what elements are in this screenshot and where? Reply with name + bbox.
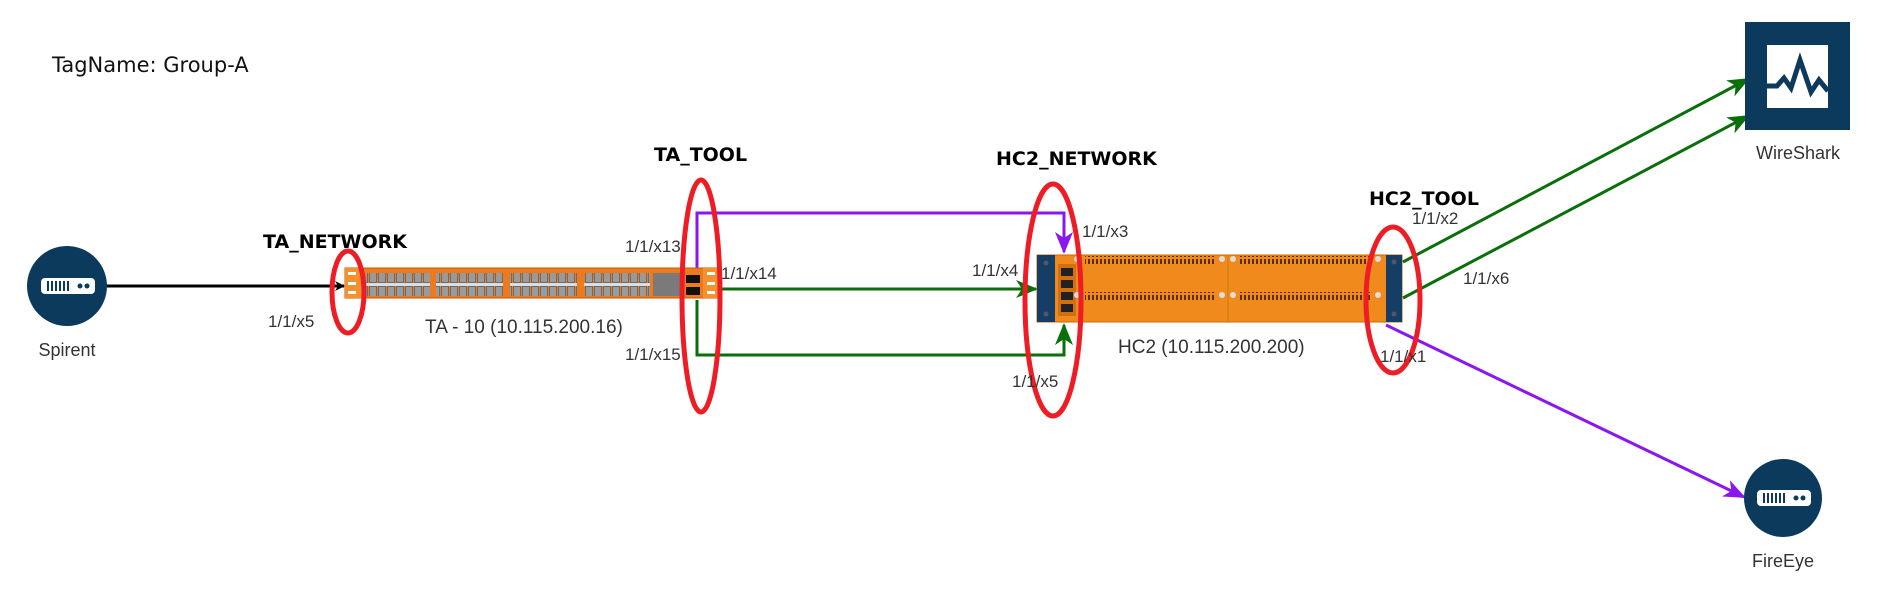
link-ta-x15-to-hc2-x5[interactable] [695, 300, 1073, 357]
hc2-left-panel [1037, 255, 1055, 322]
port-label-hc2-x1: 1/1/x1 [1380, 347, 1426, 366]
group-label-hc2-network: HC2_NETWORK [996, 148, 1158, 170]
port-label-ta-x15: 1/1/x15 [625, 345, 681, 364]
ta-device[interactable]: TA - 10 (10.115.200.16) [344, 267, 721, 338]
wireshark-screen [1767, 45, 1828, 108]
hc2-device[interactable]: HC2 (10.115.200.200) [1036, 254, 1403, 358]
wireshark-node[interactable]: WireShark [1745, 22, 1850, 163]
link-hc2-x1-to-fireeye[interactable] [1385, 323, 1746, 499]
port-label-hc2-x5: 1/1/x5 [1012, 372, 1058, 391]
waveform-icon [1767, 52, 1830, 98]
port-label-hc2-x3: 1/1/x3 [1082, 222, 1128, 241]
wireshark-label: WireShark [1756, 143, 1841, 163]
tag-name-label: TagName: Group-A [51, 53, 249, 77]
spirent-label: Spirent [38, 340, 95, 360]
link-hc2-x2-to-wireshark[interactable] [1402, 77, 1750, 264]
hc2-mgmt-ports [1058, 264, 1076, 316]
server-icon [1757, 490, 1811, 506]
ta-rj45-port-2 [686, 287, 700, 295]
ta-port-block-3 [510, 273, 577, 296]
ta-port-block-1 [366, 273, 430, 296]
port-label-hc2-x6: 1/1/x6 [1463, 269, 1509, 288]
port-label-ta-x14: 1/1/x14 [721, 264, 777, 283]
ta-port-block-5 [653, 273, 683, 296]
hc2-tool-highlight [1363, 224, 1423, 376]
ta-port-block-2 [436, 273, 503, 296]
fireeye-node[interactable]: FireEye [1744, 459, 1822, 571]
ta-device-label: TA - 10 (10.115.200.16) [425, 317, 623, 338]
group-label-hc2-tool: HC2_TOOL [1369, 188, 1479, 210]
hc2-vent-1 [1085, 256, 1215, 264]
server-icon [41, 278, 95, 294]
port-label-ta-x5: 1/1/x5 [268, 312, 314, 331]
ta-network-highlight [329, 248, 367, 336]
spirent-node[interactable]: Spirent [27, 246, 107, 360]
hc2-vent-2 [1240, 256, 1370, 264]
hc2-chassis [1036, 254, 1403, 323]
link-hc2-x6-to-wireshark[interactable] [1402, 114, 1750, 300]
hc2-vent-4 [1240, 292, 1370, 300]
ta-port-block-4 [584, 273, 650, 296]
fireeye-label: FireEye [1752, 551, 1814, 571]
ta-tool-highlight [679, 177, 723, 415]
port-label-hc2-x2: 1/1/x2 [1412, 209, 1458, 228]
port-label-hc2-x4: 1/1/x4 [972, 261, 1018, 280]
hc2-device-label: HC2 (10.115.200.200) [1118, 337, 1305, 358]
hc2-network-highlight [1022, 181, 1084, 419]
group-label-ta-tool: TA_TOOL [654, 144, 747, 166]
ta-rj45-port-1 [686, 275, 700, 283]
hc2-vent-3 [1085, 292, 1215, 300]
group-label-ta-network: TA_NETWORK [263, 231, 408, 253]
port-label-ta-x13: 1/1/x13 [625, 237, 681, 256]
hc2-right-panel [1386, 255, 1402, 322]
link-ta-x13-to-hc2-x3[interactable] [695, 211, 1073, 268]
